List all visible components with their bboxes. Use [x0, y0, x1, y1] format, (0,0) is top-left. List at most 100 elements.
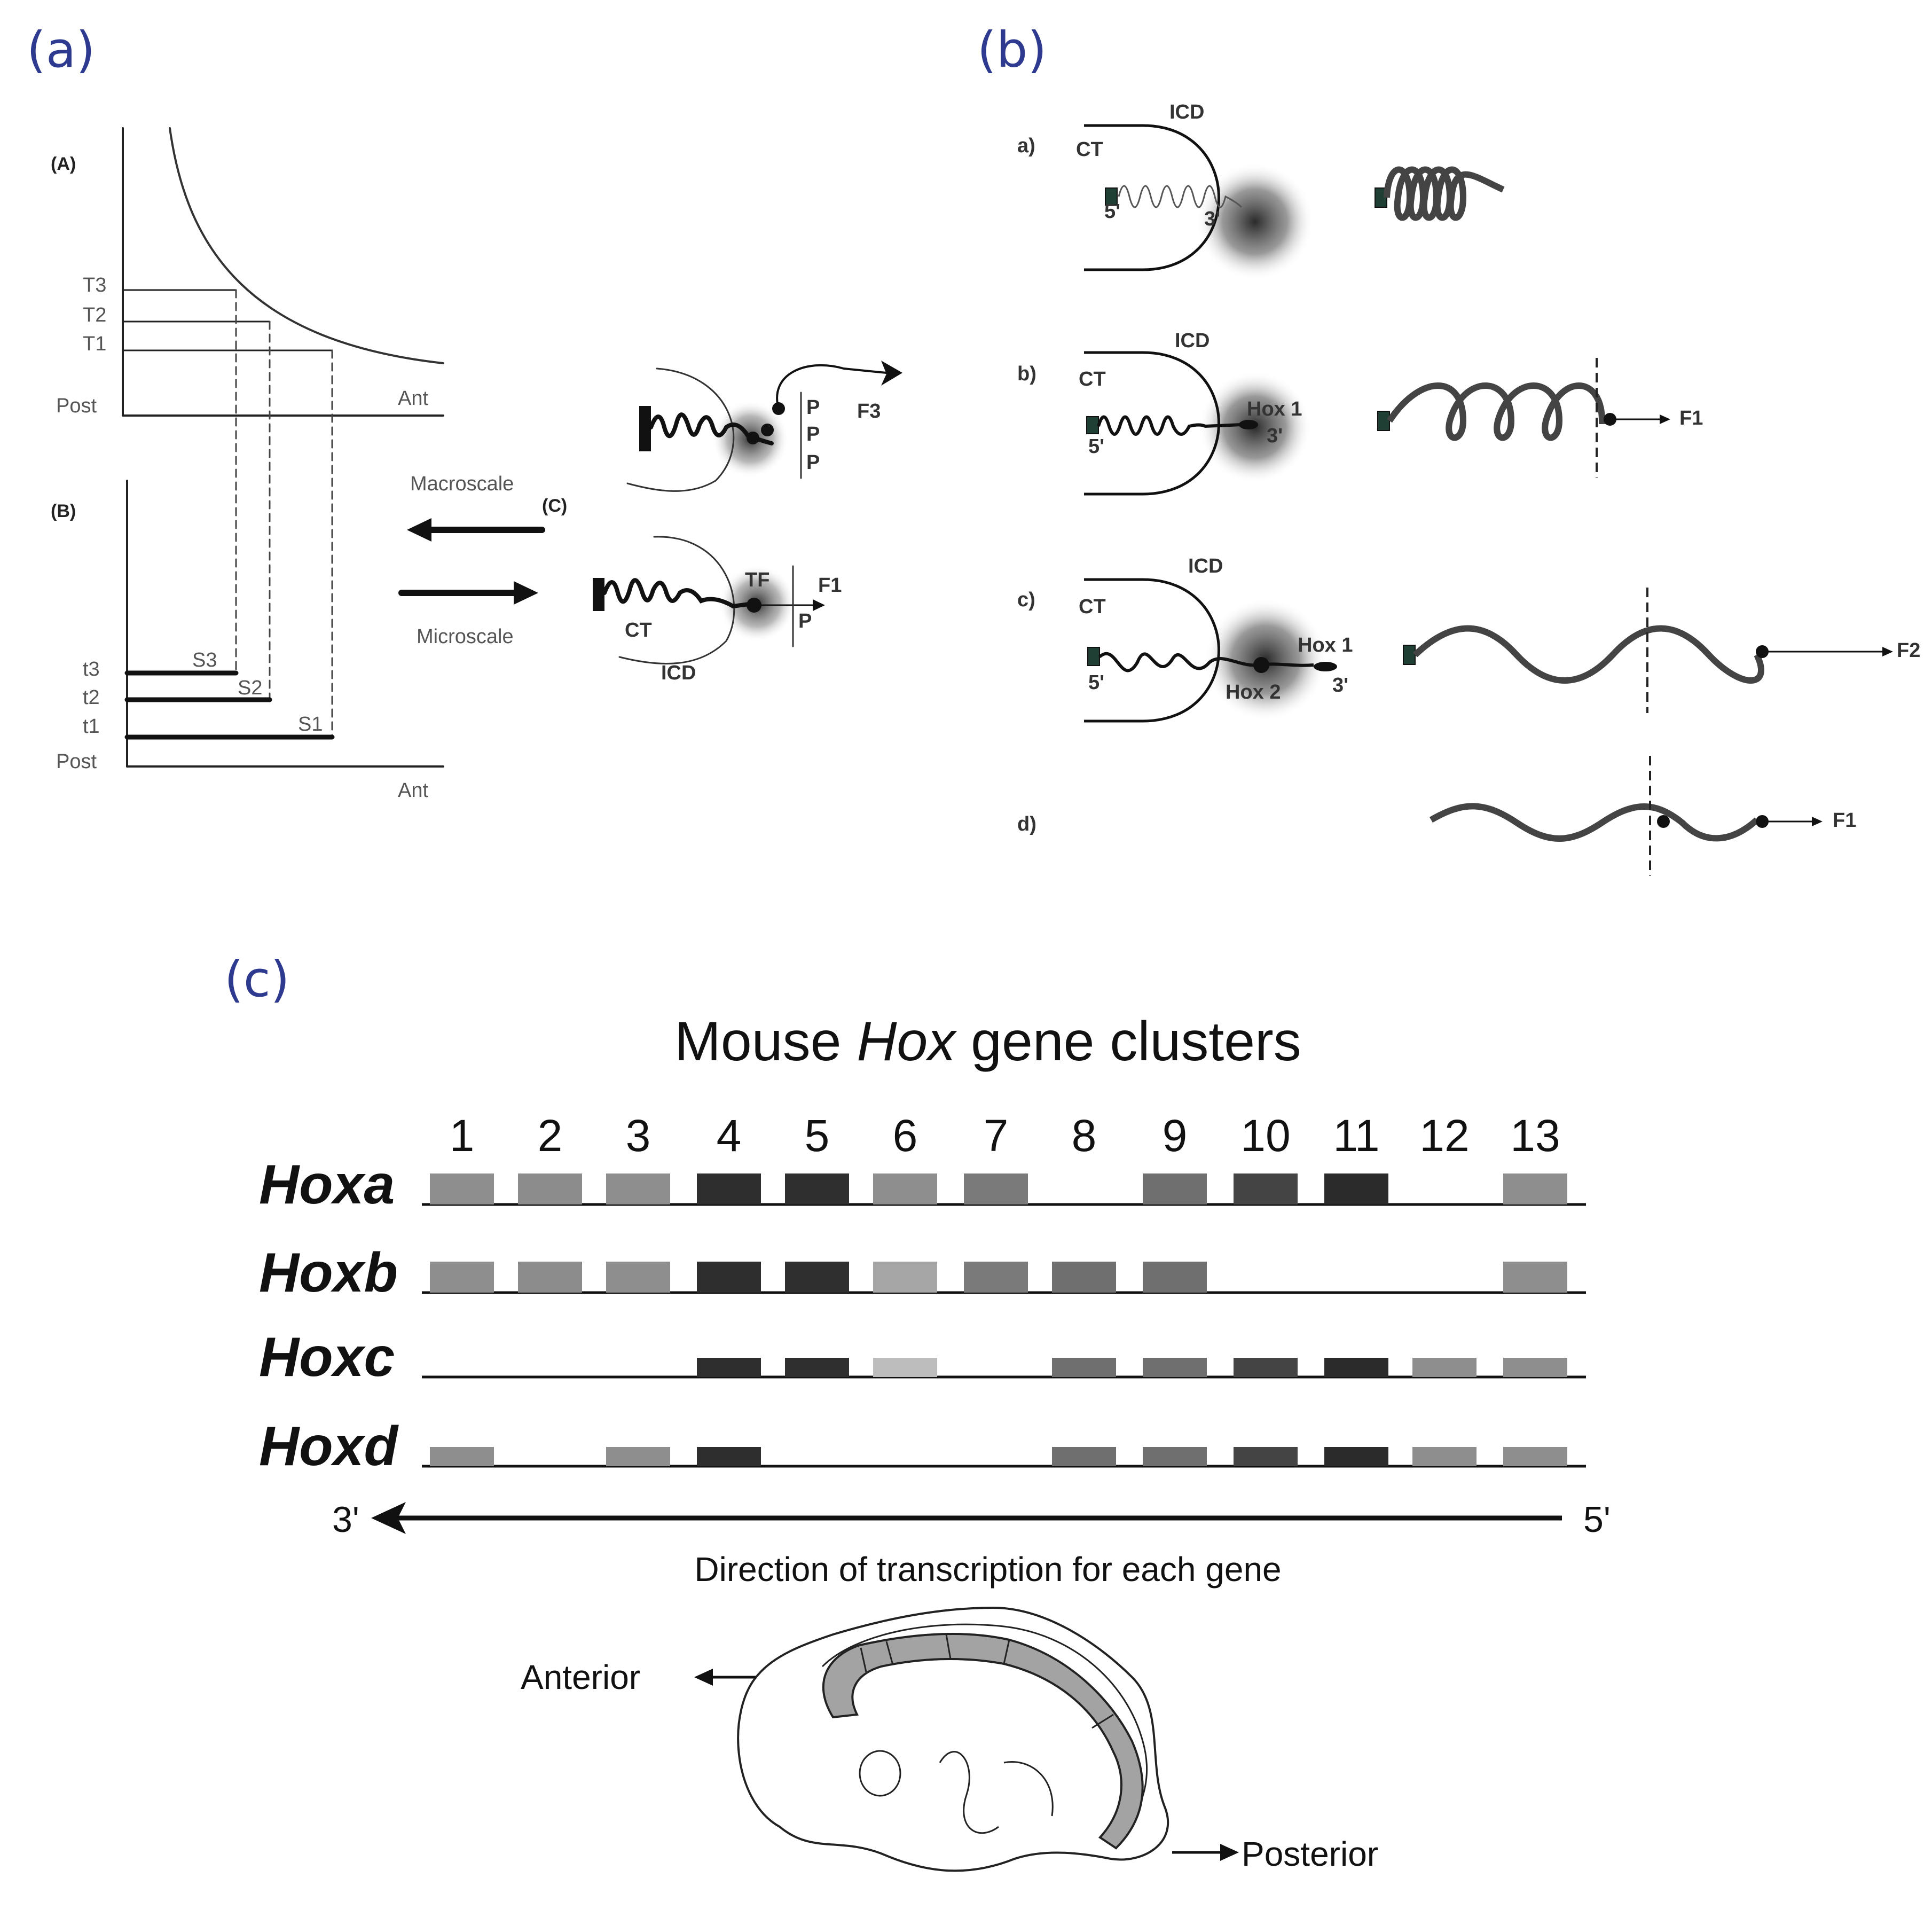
chromatin-schematic-top: P P P F3: [626, 361, 902, 492]
chromatin-fiber-2: [602, 578, 755, 609]
graph-a-post: Post: [56, 395, 97, 417]
wave-d: [1429, 803, 1760, 842]
gene-box-hoxc-11: [1324, 1358, 1388, 1377]
anchor-a: [1105, 187, 1118, 206]
anchor-b-right: [1377, 411, 1390, 431]
coil-b: [1386, 382, 1607, 441]
threshold-t2: T2: [83, 304, 106, 326]
icd-label: ICD: [661, 662, 696, 684]
three-prime-b: 3': [1267, 425, 1283, 447]
threshold-t3: T3: [83, 274, 106, 296]
time-t3: t3: [83, 658, 100, 680]
output-f1: F1: [818, 574, 842, 597]
segment-line-4: [1003, 1639, 1010, 1664]
eye: [859, 1750, 901, 1797]
segment-line-3: [945, 1634, 952, 1660]
gene-box-hoxd-10: [1234, 1447, 1298, 1466]
panel-b: a) 5' 3' CT ICD b) Hox 1 5' 3' CT ICD F1…: [1017, 101, 1920, 876]
five-prime-b: 5': [1088, 435, 1104, 458]
direction-caption: Direction of transcription for each gene: [694, 1550, 1281, 1589]
gene-box-hoxd-3: [606, 1447, 670, 1466]
gene-box-hoxc-12: [1412, 1358, 1477, 1377]
gene-box-hoxb-8: [1052, 1262, 1116, 1293]
five-prime-c: 5': [1088, 671, 1104, 694]
chromatin-fiber: [649, 412, 774, 445]
wave-c: [1412, 625, 1764, 684]
microscale-label: Microscale: [417, 625, 514, 648]
gene-box-hoxa-3: [606, 1173, 670, 1204]
panel-a: (A) T3 T2 T1 Post Ant (B) t3 t2 t1 S3 S2…: [51, 127, 902, 802]
panel-c-label: (c): [224, 951, 290, 1008]
output-arrowhead-b: [1660, 414, 1670, 424]
output-f2-c: F2: [1897, 639, 1920, 662]
panel-b-label: (b): [977, 21, 1047, 79]
territory-boundary: [626, 367, 735, 492]
embryo-inner-contour: [821, 1623, 1148, 1844]
promoter-p2: P: [806, 423, 820, 445]
gene-box-hoxd-1: [430, 1447, 494, 1466]
row-label-a: a): [1017, 135, 1035, 157]
graph-a-ant: Ant: [398, 387, 428, 410]
posterior-arrowhead: [1220, 1844, 1239, 1861]
hox1-label-b: Hox 1: [1247, 398, 1302, 420]
column-number: 12: [1419, 1110, 1469, 1161]
anchor-c-right: [1403, 645, 1416, 665]
gene-box-hoxd-11: [1324, 1447, 1388, 1466]
segment-line-1: [860, 1647, 867, 1672]
chromatin-schematic-bottom: TF F1 P CT ICD: [593, 536, 842, 684]
stripe-s3: S3: [192, 649, 217, 671]
microscale-arrowhead: [514, 581, 538, 605]
threshold-t1: T1: [83, 333, 106, 355]
gene-box-hoxb-9: [1143, 1262, 1207, 1293]
hox1-dot-b: [1239, 420, 1258, 429]
anterior-label: Anterior: [521, 1658, 640, 1696]
gene-box-hoxd-8: [1052, 1447, 1116, 1466]
gene-box-hoxc-5: [785, 1358, 849, 1377]
tf-dot-1: [747, 432, 759, 444]
output-arrowhead-f3: [881, 361, 902, 386]
panel-a-label: (a): [27, 21, 96, 79]
graph-b-post: Post: [56, 750, 97, 773]
gene-box-hoxd-9: [1143, 1447, 1207, 1466]
mouse-embryo-illustration: [737, 1606, 1169, 1872]
column-number: 3: [626, 1110, 651, 1161]
tf-dot-2: [761, 424, 774, 436]
row-label-b: b): [1017, 363, 1036, 385]
gene-box-hoxc-13: [1503, 1358, 1567, 1377]
promoter-p3: P: [806, 451, 820, 474]
gene-box-hoxa-9: [1143, 1173, 1207, 1204]
gene-box-hoxc-6: [873, 1358, 937, 1377]
gene-box-hoxb-4: [697, 1262, 761, 1293]
gene-box-hoxb-1: [430, 1262, 494, 1293]
territory-a: [1084, 124, 1220, 271]
ct-label-b: CT: [1079, 368, 1106, 390]
ct-label-a: CT: [1076, 138, 1103, 161]
three-prime-c: 3': [1332, 674, 1348, 697]
hox-title: Mouse Hox gene clusters: [674, 1011, 1301, 1073]
stripe-s1: S1: [298, 713, 323, 736]
gene-box-hoxa-10: [1234, 1173, 1298, 1204]
three-prime-a: 3': [1204, 208, 1220, 230]
gene-box-hoxd-13: [1503, 1447, 1567, 1466]
column-number: 6: [893, 1110, 918, 1161]
gene-box-hoxa-13: [1503, 1173, 1567, 1204]
output-f3: F3: [857, 400, 881, 423]
ct-label: CT: [625, 619, 652, 641]
macroscale-label: Macroscale: [410, 473, 514, 495]
column-number: 7: [984, 1110, 1009, 1161]
column-number: 9: [1163, 1110, 1188, 1161]
icd-label-c: ICD: [1188, 555, 1223, 577]
icd-label-b: ICD: [1175, 330, 1210, 352]
cluster-label-hoxc: Hoxc: [259, 1326, 395, 1388]
gene-box-hoxc-10: [1234, 1358, 1298, 1377]
stripe-s2: S2: [238, 677, 262, 699]
gene-box-hoxb-3: [606, 1262, 670, 1293]
column-number: 8: [1072, 1110, 1097, 1161]
gene-box-hoxb-7: [964, 1262, 1028, 1293]
column-number: 5: [805, 1110, 830, 1161]
anchor-c: [1087, 647, 1100, 666]
five-prime-end: 5': [1583, 1499, 1611, 1540]
